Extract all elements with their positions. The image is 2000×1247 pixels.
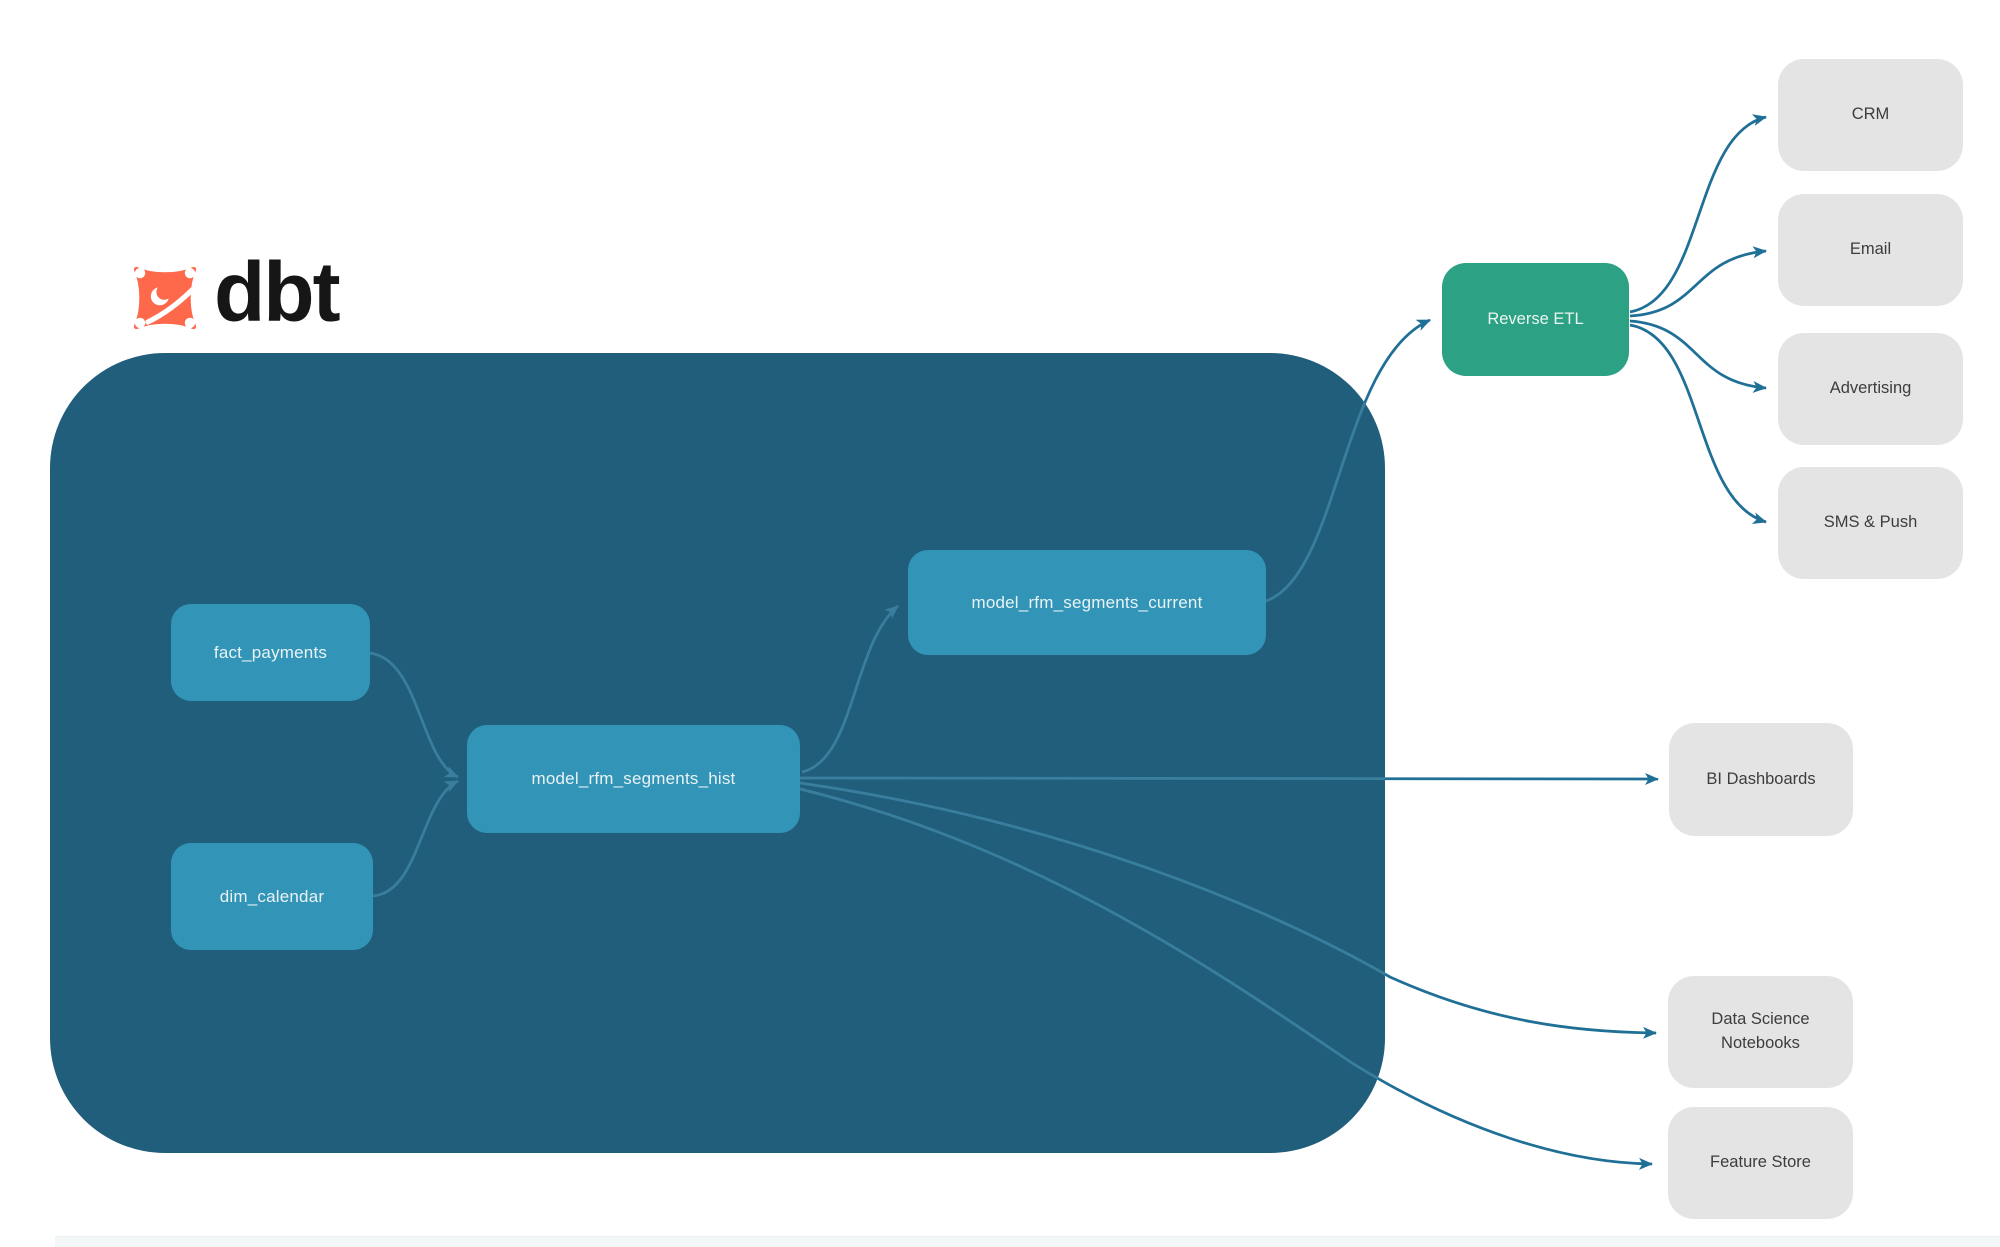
- node-fact-payments: fact_payments: [171, 604, 370, 701]
- edge-reverse-etl-to-advertising: [1629, 319, 1767, 393]
- dest-sms-push: SMS & Push: [1778, 467, 1963, 579]
- dest-advertising: Advertising: [1778, 333, 1963, 445]
- dest-advertising-label: Advertising: [1829, 379, 1912, 398]
- edge-reverse-etl-to-email: [1629, 246, 1767, 318]
- dbt-logo: dbt: [122, 240, 341, 344]
- node-model-rfm-segments-current: model_rfm_segments_current: [908, 550, 1266, 655]
- dest-feature-store-label: Feature Store: [1710, 1153, 1811, 1172]
- edge-hist-to-feature-store-inner: [799, 787, 1385, 1153]
- node-reverse-etl: Reverse ETL: [1442, 263, 1629, 376]
- node-reverse-etl-label: Reverse ETL: [1487, 310, 1584, 328]
- edge-fact-payments-to-hist: [369, 651, 459, 779]
- dest-crm: CRM: [1778, 59, 1963, 171]
- dest-sms-push-label: SMS & Push: [1823, 513, 1918, 532]
- node-model-rfm-segments-current-label: model_rfm_segments_current: [971, 592, 1203, 612]
- dest-data-science-notebooks-label: Data Science Notebooks: [1711, 1010, 1810, 1052]
- dest-crm-label: CRM: [1851, 105, 1890, 124]
- edge-current-to-reverse-etl-inner: [1265, 353, 1385, 603]
- bottom-edge-band: [55, 1236, 2000, 1247]
- dest-data-science-notebooks: Data Science Notebooks: [1668, 976, 1853, 1088]
- node-fact-payments-label: fact_payments: [213, 642, 328, 662]
- dbt-wordmark: dbt: [214, 245, 341, 339]
- dest-feature-store: Feature Store: [1668, 1107, 1853, 1219]
- node-model-rfm-segments-hist: model_rfm_segments_hist: [467, 725, 800, 833]
- node-dim-calendar-label: dim_calendar: [219, 886, 325, 906]
- edge-hist-to-data-science: [799, 781, 1657, 1039]
- edge-hist-to-feature-store: [799, 787, 1653, 1170]
- node-dim-calendar: dim_calendar: [171, 843, 373, 950]
- edge-hist-to-data-science-inner: [799, 781, 1385, 1035]
- dbt-logo-icon: [133, 266, 197, 330]
- edge-hist-to-bi-dashboards-inner: [799, 776, 1385, 781]
- edge-hist-to-current: [801, 604, 899, 774]
- edge-reverse-etl-to-crm: [1629, 114, 1767, 314]
- dest-bi-dashboards: BI Dashboards: [1669, 723, 1853, 836]
- dest-email: Email: [1778, 194, 1963, 306]
- dest-email-label: Email: [1849, 240, 1892, 259]
- edge-dim-calendar-to-hist: [372, 779, 459, 898]
- dest-bi-dashboards-label: BI Dashboards: [1706, 769, 1816, 788]
- edge-reverse-etl-to-sms-push: [1629, 323, 1767, 525]
- node-model-rfm-segments-hist-label: model_rfm_segments_hist: [531, 769, 736, 788]
- edge-current-to-reverse-etl: [1265, 318, 1431, 603]
